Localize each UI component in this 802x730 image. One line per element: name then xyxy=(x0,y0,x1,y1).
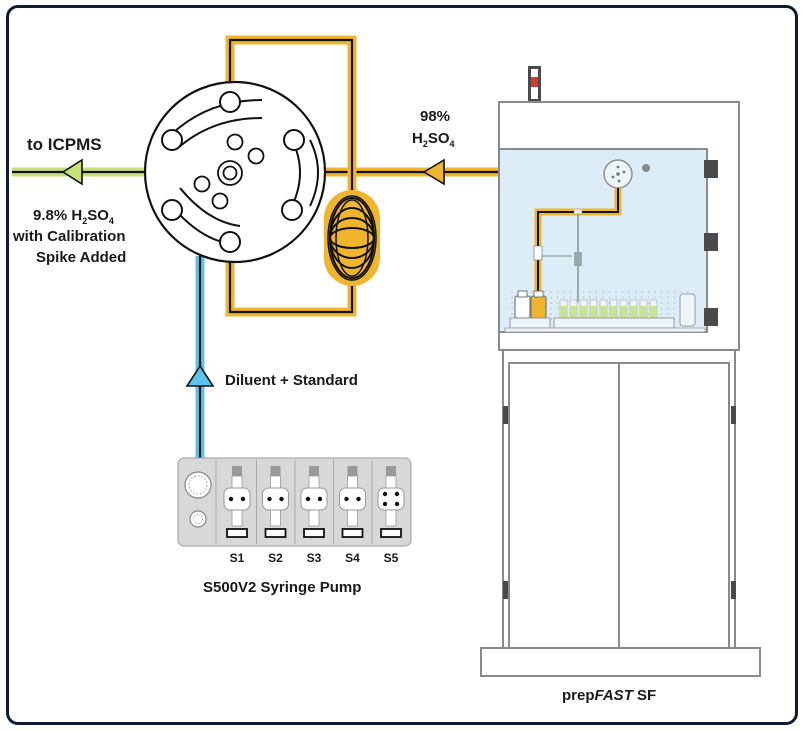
cabinet-door-left[interactable] xyxy=(508,362,620,649)
flow-arrow-left-icon xyxy=(422,158,445,186)
to-icpms-label: to ICPMS xyxy=(27,135,102,154)
internal-valve-icon xyxy=(603,159,633,189)
reagent-bottle xyxy=(514,290,531,319)
acid-label: 98% H2SO4 xyxy=(412,108,455,149)
port-connector-icon xyxy=(189,510,207,528)
diluent-label: Diluent + Standard xyxy=(225,372,358,389)
syringe-pump[interactable]: S1 S2 S3 S4 S5 xyxy=(177,457,412,565)
acid-line xyxy=(225,35,606,317)
port-icon xyxy=(394,491,400,497)
status-light-icon xyxy=(528,66,541,102)
cabinet-door-right[interactable] xyxy=(618,362,730,649)
port-icon xyxy=(344,496,349,502)
output-description-label: 9.8% H2SO4 with Calibration Spike Added xyxy=(12,207,126,266)
port-icon xyxy=(382,491,388,497)
port-icon xyxy=(394,501,400,507)
autosampler-cabinet[interactable] xyxy=(480,66,761,677)
syringe-s5[interactable]: S5 xyxy=(371,460,405,565)
hinge-icon xyxy=(704,160,718,178)
hinge-icon xyxy=(704,308,718,326)
instrument-name-label: prepFAST SF xyxy=(562,687,656,704)
sample-vial xyxy=(599,299,608,319)
sample-vial xyxy=(579,299,588,319)
port-icon xyxy=(382,501,388,507)
cabinet-base xyxy=(480,647,761,677)
syringe-label: S5 xyxy=(384,551,399,565)
port-icon xyxy=(356,496,361,502)
syringe-label: S2 xyxy=(268,551,283,565)
rinse-station xyxy=(679,293,696,327)
port-icon xyxy=(228,496,234,502)
sample-vial xyxy=(639,299,648,319)
sample-vial xyxy=(619,299,628,319)
flow-arrow-left-icon xyxy=(61,158,83,186)
hinge-icon xyxy=(704,233,718,251)
pump-name-label: S500V2 Syringe Pump xyxy=(203,579,361,596)
svg-text:9.8% H2SO4: 9.8% H2SO4 xyxy=(33,207,114,226)
port-icon xyxy=(305,496,311,502)
injection-valve[interactable] xyxy=(143,80,327,264)
syringe-s2[interactable]: S2 xyxy=(256,460,289,565)
syringe-s1[interactable]: S1 xyxy=(223,466,251,565)
svg-text:Spike Added: Spike Added xyxy=(36,249,126,266)
port-icon xyxy=(317,496,323,502)
hinge-icon xyxy=(731,406,736,424)
hinge-icon xyxy=(503,581,508,599)
syringe-label: S4 xyxy=(345,551,360,565)
sample-vial xyxy=(609,299,618,319)
sample-vial xyxy=(649,299,658,319)
sample-vial xyxy=(629,299,638,319)
port-icon xyxy=(240,496,246,502)
output-line xyxy=(12,158,146,186)
syringe-label: S1 xyxy=(230,551,245,565)
svg-text:98%: 98% xyxy=(420,108,450,125)
diluent-line xyxy=(185,256,215,462)
hinge-icon xyxy=(503,406,508,424)
flow-arrow-up-icon xyxy=(185,364,215,387)
hinge-icon xyxy=(731,581,736,599)
svg-text:H2SO4: H2SO4 xyxy=(412,130,455,149)
sample-vial xyxy=(569,299,578,319)
port-icon xyxy=(279,496,284,502)
port-icon xyxy=(267,496,272,502)
syringe-s3[interactable]: S3 xyxy=(294,460,328,565)
syringe-label: S3 xyxy=(307,551,322,565)
sample-vial xyxy=(589,299,598,319)
syringe-s4[interactable]: S4 xyxy=(333,460,366,565)
svg-text:with Calibration: with Calibration xyxy=(12,228,126,245)
sample-vial xyxy=(559,299,568,319)
sample-loop-coil xyxy=(324,190,380,286)
